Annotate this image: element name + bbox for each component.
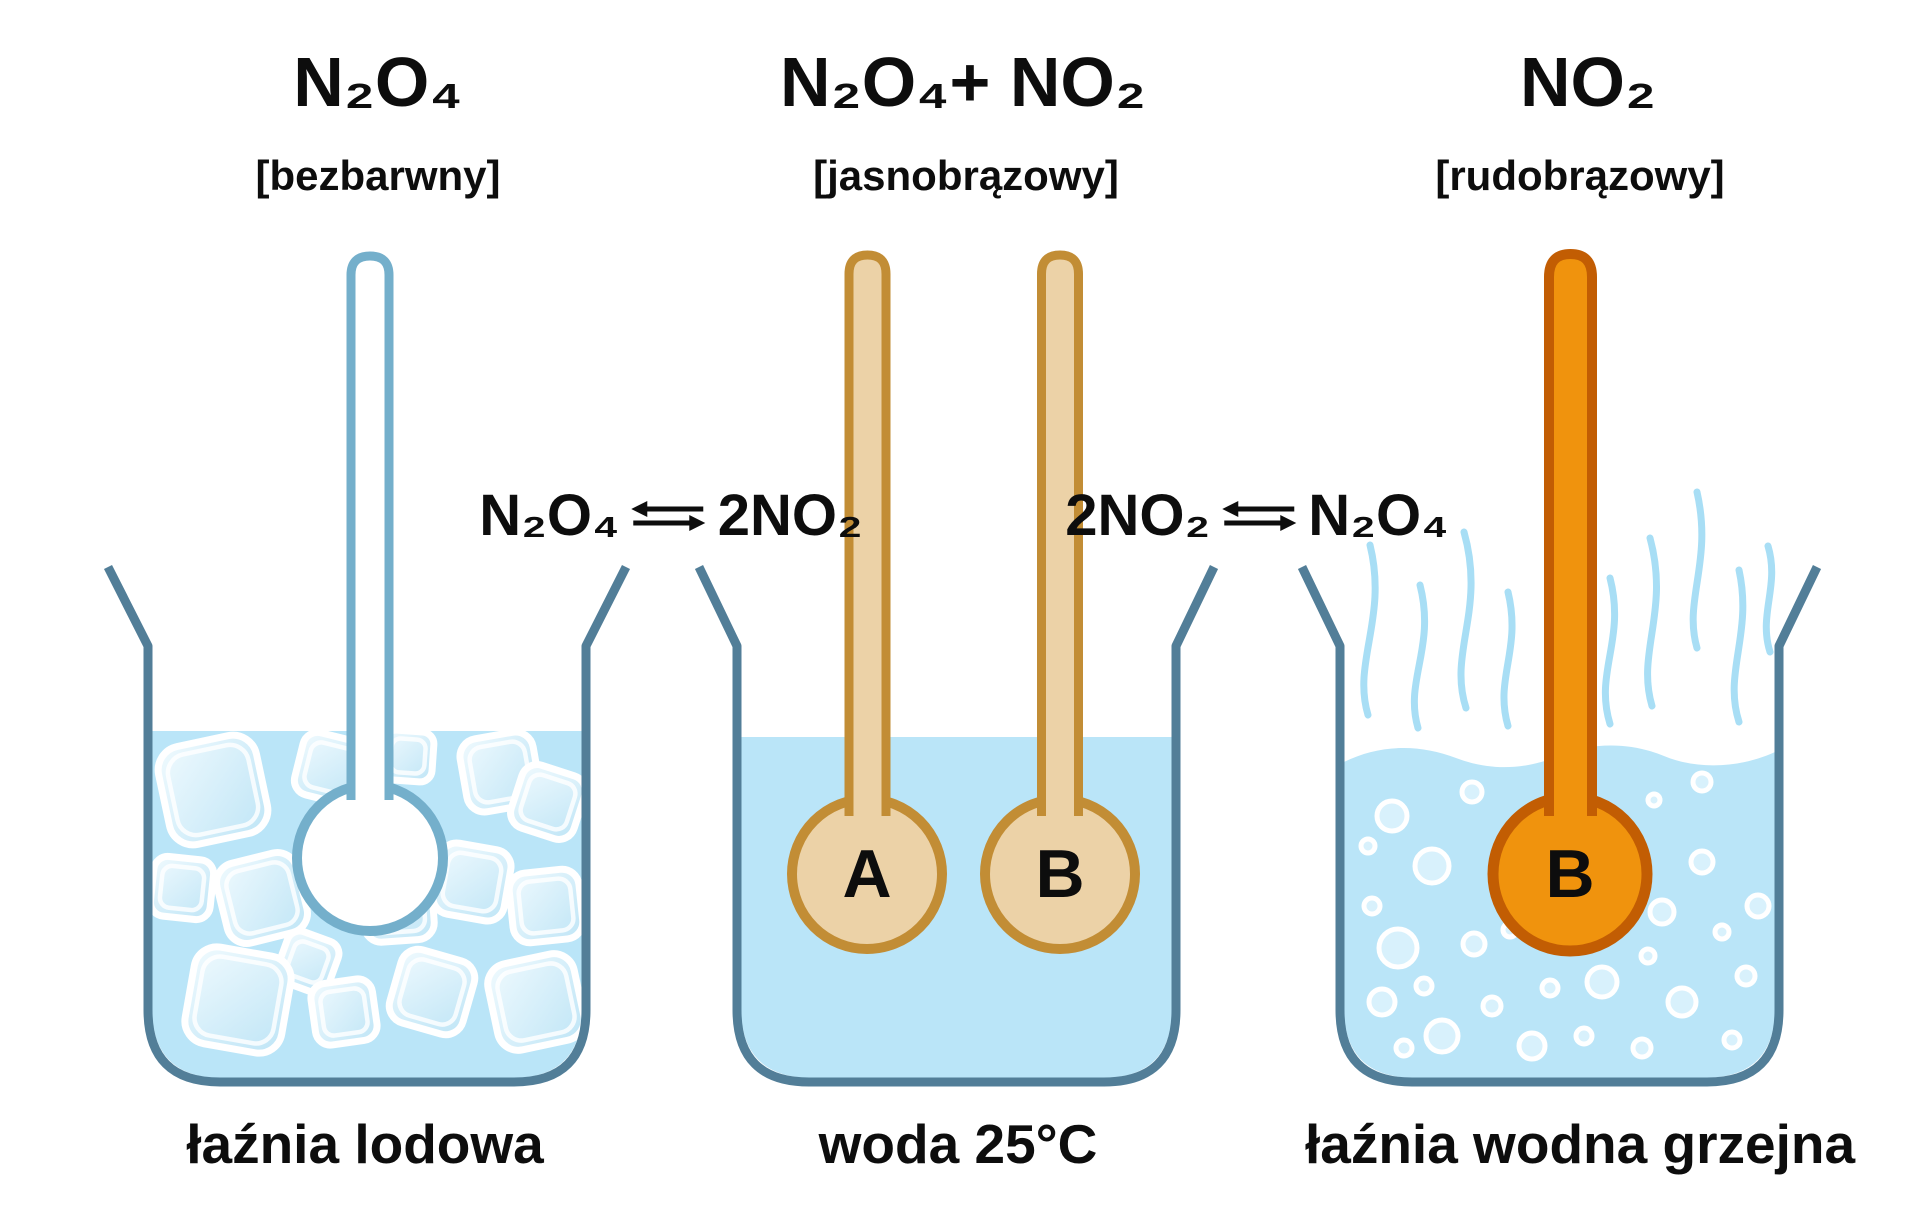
- bubble: [1734, 964, 1758, 988]
- thermometer-stem: [1549, 254, 1592, 822]
- bubble: [1361, 895, 1383, 917]
- thermometer-stem: [1041, 255, 1079, 822]
- bubble: [1690, 770, 1714, 794]
- steam-wisp: [1500, 588, 1516, 730]
- thermometer-cold: [292, 251, 448, 936]
- thermometer-stem-outline: [1037, 250, 1083, 816]
- bubble: [1638, 946, 1658, 966]
- thermometer-stem: [849, 255, 886, 822]
- bubble: [1744, 892, 1772, 920]
- flask-letter-b: B: [1035, 836, 1085, 912]
- equation-right-side: N₂O₄: [1308, 483, 1449, 548]
- station-color-note-heat: [rudobrązowy]: [1435, 152, 1725, 199]
- equilibrium-arrows-icon: [1222, 501, 1297, 531]
- beaker-glass: [694, 565, 1219, 1087]
- steam-wisp: [1689, 488, 1706, 652]
- bubble: [1374, 798, 1410, 834]
- thermometer-stem-outline: [1544, 248, 1597, 816]
- steam-wisp: [1730, 566, 1747, 726]
- bubble: [1460, 930, 1488, 958]
- ice-cube: [507, 761, 589, 843]
- station-formula-heat: NO₂: [1519, 43, 1657, 121]
- bath-label-water: woda 25°C: [818, 1113, 1098, 1175]
- station-color-note-water: [jasnobrązowy]: [813, 152, 1119, 199]
- bubble: [1516, 1030, 1548, 1062]
- ice-cube: [154, 731, 272, 849]
- thermometer-stem: [351, 256, 389, 806]
- steam-wisp: [1360, 541, 1379, 719]
- bubble: [1630, 1036, 1654, 1060]
- beaker-glass: [1297, 565, 1822, 1087]
- bubble: [1412, 846, 1452, 886]
- steam-wisp: [1457, 528, 1475, 712]
- bubble: [1712, 922, 1732, 942]
- bubble: [1413, 975, 1435, 997]
- bubble: [1376, 926, 1420, 970]
- ice-cube: [181, 943, 295, 1057]
- steam-wisp: [1601, 574, 1619, 728]
- ice-cube: [146, 852, 218, 924]
- thermometer-a: [787, 250, 947, 954]
- bubble: [1573, 1025, 1595, 1047]
- bubble: [1480, 994, 1504, 1018]
- ice-cubes: [146, 726, 589, 1057]
- bubbles: [1358, 770, 1772, 1062]
- thermometer-hot: [1487, 248, 1653, 957]
- bubble: [1645, 791, 1663, 809]
- beaker-glass: [103, 564, 631, 1087]
- bath-label-ice: łaźnia lodowa: [186, 1113, 544, 1175]
- bubble: [1366, 986, 1398, 1018]
- ice-bath-beaker: [103, 251, 631, 1087]
- bath-label-heat: łaźnia wodna grzejna: [1304, 1113, 1856, 1175]
- ice-cube: [505, 865, 587, 947]
- thermometer-b: [980, 250, 1140, 954]
- thermometer-stem-outline: [346, 251, 394, 800]
- equilibrium-equation-left: N₂O₄ 2NO₂: [479, 487, 862, 545]
- bubble: [1539, 977, 1561, 999]
- thermometer-stem-outline: [844, 250, 891, 816]
- flask-letter-a: A: [842, 836, 892, 912]
- flask-letter-b-hot: B: [1545, 836, 1595, 912]
- heating-bath-beaker: [1297, 248, 1822, 1087]
- bubble: [1665, 985, 1699, 1019]
- water-bath-beaker: [694, 250, 1219, 1087]
- equation-left-side: N₂O₄: [479, 483, 620, 548]
- ice-cube: [307, 975, 381, 1049]
- steam: [1360, 488, 1776, 732]
- ice-cube: [484, 950, 588, 1054]
- equation-right-side: 2NO₂: [717, 483, 863, 548]
- station-color-note-ice: [bezbarwny]: [255, 152, 501, 199]
- equilibrium-equation-right: 2NO₂ N₂O₄: [1065, 487, 1448, 545]
- station-formula-water: N₂O₄+ NO₂: [780, 43, 1146, 121]
- steam-wisp: [1644, 534, 1660, 710]
- bubble: [1393, 1037, 1415, 1059]
- steam-wisp: [1762, 542, 1776, 656]
- station-formula-ice: N₂O₄: [293, 43, 463, 121]
- steam-wisp: [1410, 581, 1429, 732]
- bubble: [1721, 1029, 1743, 1051]
- bubble: [1688, 848, 1716, 876]
- ice-cube: [385, 945, 479, 1039]
- equilibrium-arrows-icon: [631, 501, 706, 531]
- bubble: [1459, 779, 1485, 805]
- thermometer-bulb: [292, 780, 448, 936]
- bubble: [1423, 1017, 1461, 1055]
- bubble: [1647, 897, 1677, 927]
- equation-left-side: 2NO₂: [1065, 483, 1211, 548]
- bubble: [1358, 836, 1378, 856]
- bubble: [1584, 964, 1620, 1000]
